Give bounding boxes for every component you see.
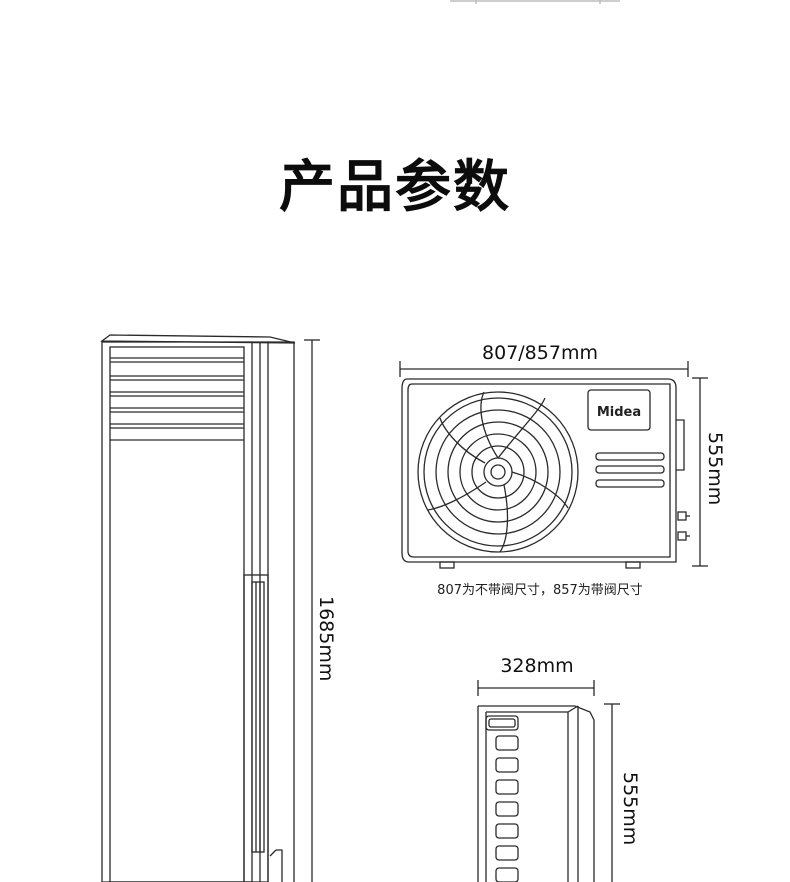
- outdoor-unit-side-drawing: [477, 705, 595, 882]
- outdoor-front-height-dimension-line: [692, 377, 708, 567]
- outdoor-depth-label: 328mm: [500, 655, 573, 677]
- indoor-height-dimension-line: [304, 339, 320, 882]
- outdoor-side-height-label: 555mm: [619, 772, 641, 845]
- indoor-unit-drawing: [100, 334, 296, 882]
- outdoor-unit-front-drawing: [401, 378, 690, 569]
- outdoor-width-dimension-line: [399, 361, 689, 377]
- midea-brand-logo: Midea: [597, 405, 641, 420]
- outdoor-width-label: 807/857mm: [482, 342, 598, 364]
- outdoor-depth-dimension-line: [477, 680, 595, 696]
- top-edge-decoration: [450, 0, 620, 4]
- outdoor-side-height-dimension-line: [604, 703, 620, 882]
- indoor-height-label: 1685mm: [315, 596, 337, 681]
- page-title: 产品参数: [279, 155, 511, 220]
- valve-size-note: 807为不带阀尺寸，857为带阀尺寸: [437, 583, 643, 598]
- outdoor-front-height-label: 555mm: [704, 432, 726, 505]
